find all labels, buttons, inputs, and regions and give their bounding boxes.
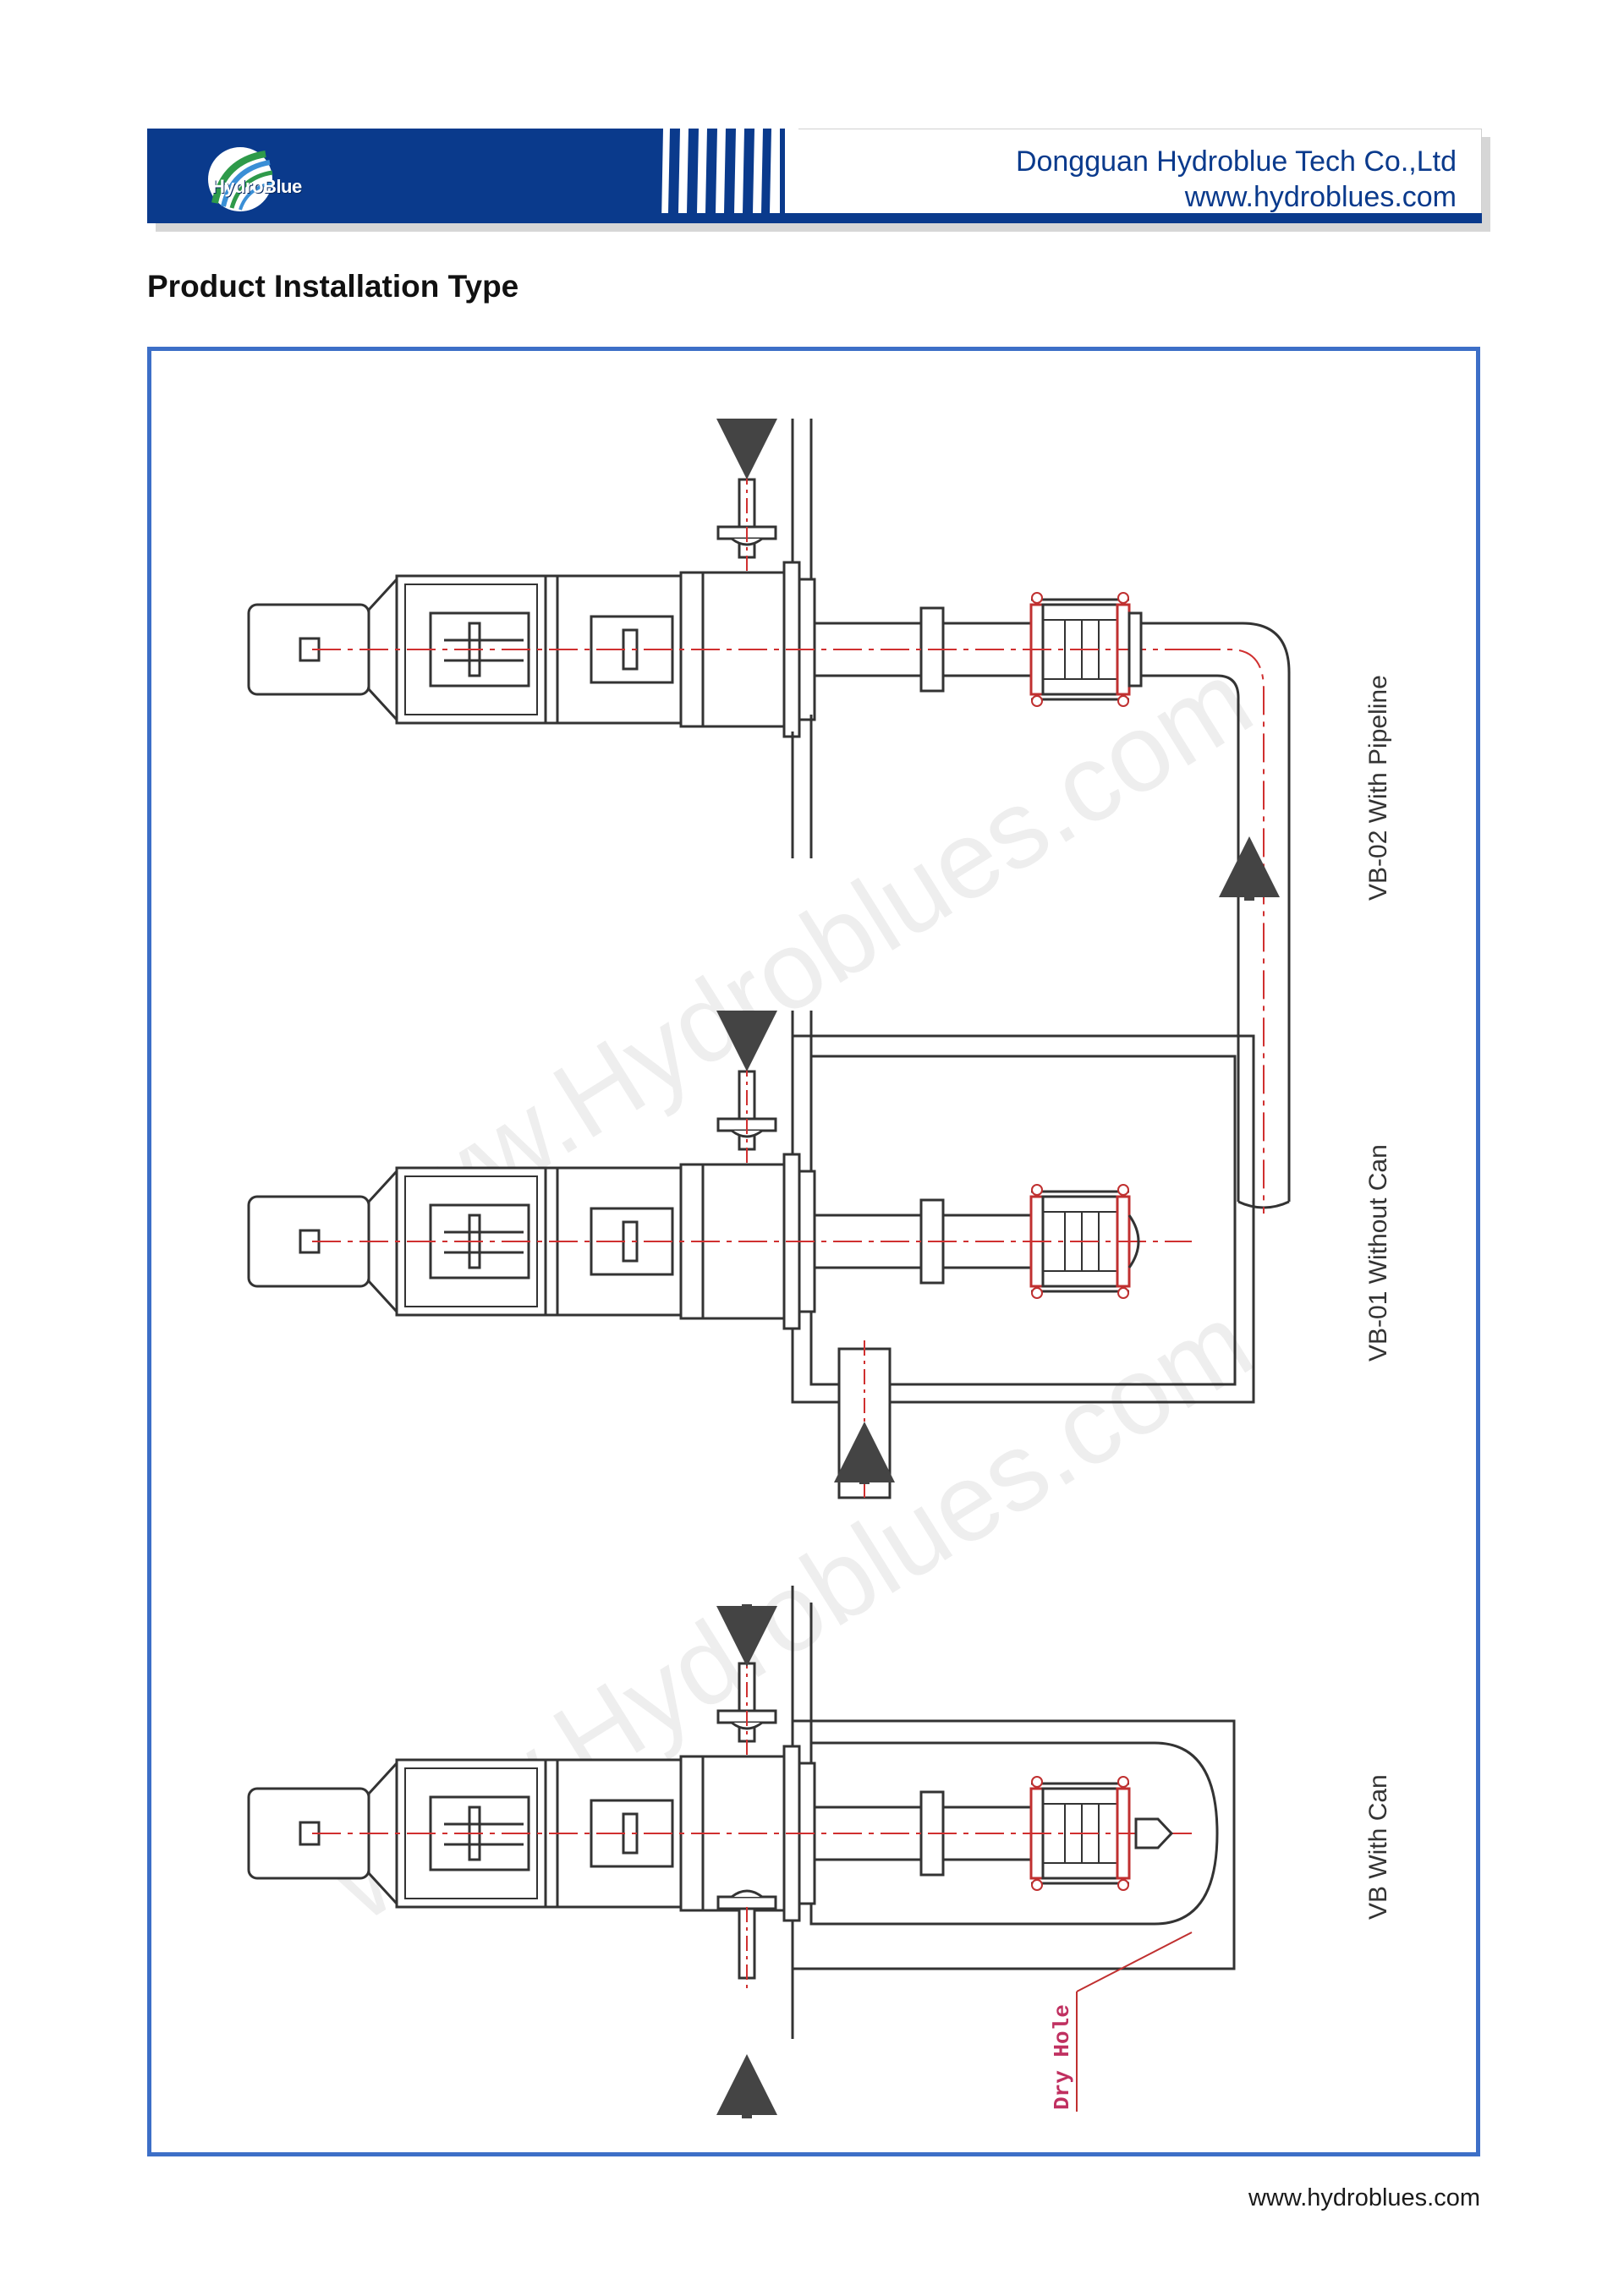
label-vb-with-can: VB With Can [1364,1774,1392,1920]
vb02-pump-assembly [247,417,1291,1214]
stripes-graphic [646,129,798,223]
label-dry-hole: Dry Hole [1050,2004,1075,2110]
page-title: Product Installation Type [147,269,519,304]
company-name: Dongguan Hydroblue Tech Co.,Ltd [1015,145,1457,178]
company-info: Dongguan Hydroblue Tech Co.,Ltd www.hydr… [1016,144,1457,215]
label-vb01: VB-01 Without Can [1364,1144,1392,1362]
vb-with-can-assembly [247,1586,1236,2112]
company-website: www.hydroblues.com [1184,181,1457,213]
diagram-frame: www.Hydroblues.com www.Hydroblues.com VB… [147,347,1480,2156]
footer-website: www.hydroblues.com [1248,2184,1480,2211]
installation-diagram: www.Hydroblues.com www.Hydroblues.com VB… [247,417,1392,2118]
logo-text: HydroBlue [211,176,302,197]
page-header: HydroBlue Dongguan Hydroblue Tech Co.,Lt… [147,129,1490,232]
header-stripes [646,129,798,223]
label-vb02: VB-02 With Pipeline [1364,675,1392,901]
hydroblue-logo-icon [208,147,275,211]
header-underline [147,213,1482,223]
